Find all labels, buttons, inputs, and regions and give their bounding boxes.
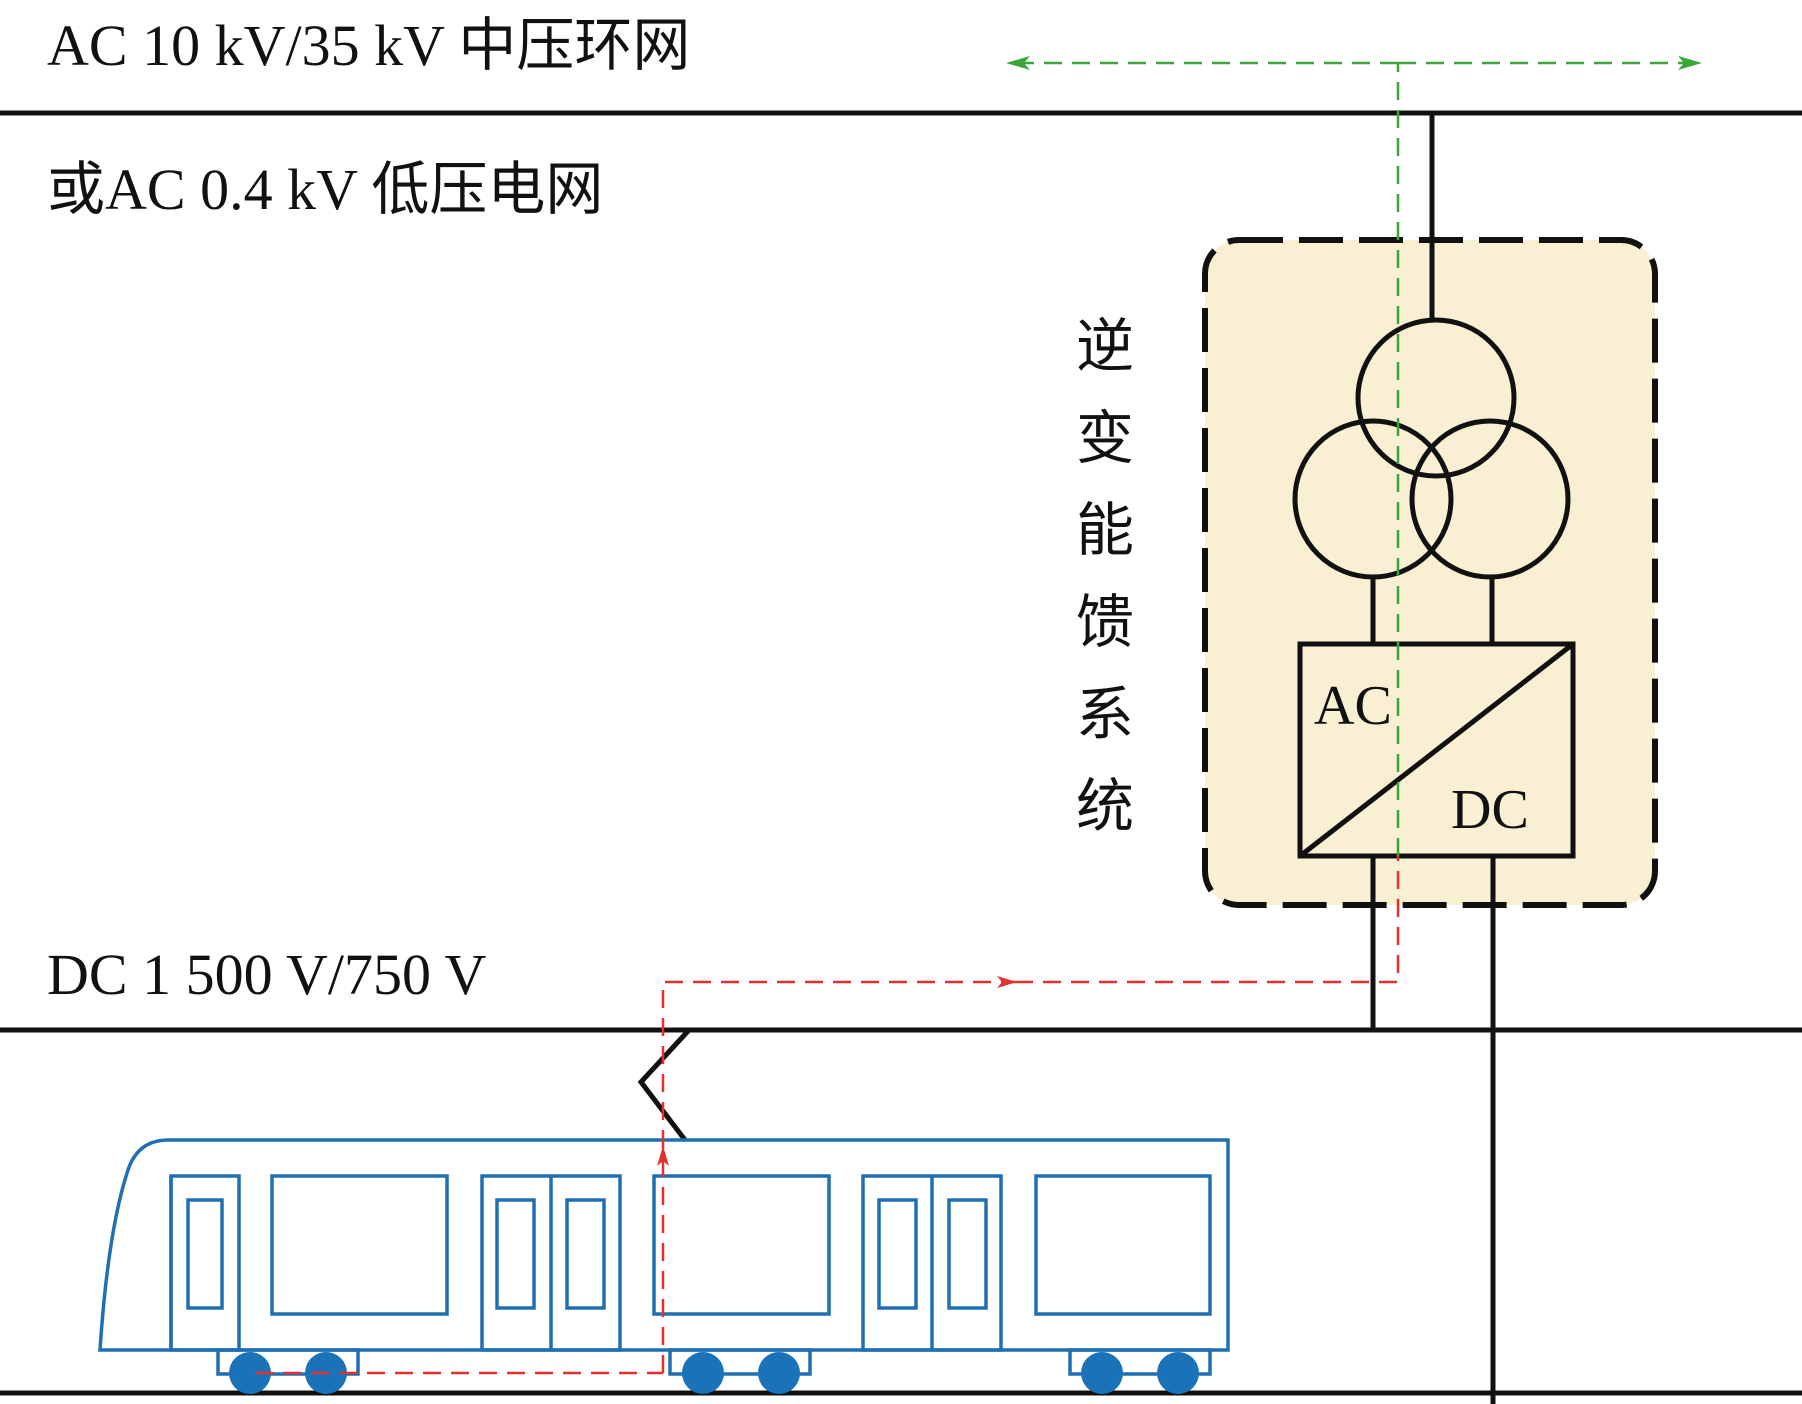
dc-bus-label: DC 1 500 V/750 V bbox=[47, 942, 487, 1007]
wheel bbox=[1081, 1352, 1123, 1394]
train-window bbox=[565, 1198, 606, 1310]
wheel bbox=[1157, 1352, 1199, 1394]
converter-ac-label: AC bbox=[1314, 675, 1392, 737]
title-char: 馈 bbox=[1075, 588, 1134, 656]
wheel bbox=[229, 1352, 271, 1394]
ac-dc-converter bbox=[1297, 641, 1576, 859]
train-window bbox=[495, 1198, 536, 1310]
bogie bbox=[1068, 1348, 1212, 1376]
train-window bbox=[877, 1198, 918, 1310]
title-char: 变 bbox=[1075, 404, 1134, 472]
wheel bbox=[758, 1352, 800, 1394]
wheel bbox=[682, 1352, 724, 1394]
converter-dc-label: DC bbox=[1451, 779, 1529, 841]
title-char: 能 bbox=[1075, 496, 1134, 564]
train-body bbox=[98, 1138, 1230, 1352]
metro-train bbox=[98, 1138, 1230, 1376]
train-window bbox=[652, 1174, 831, 1316]
ac-grid-label-line1: AC 10 kV/35 kV 中压环网 bbox=[47, 13, 691, 78]
pantograph bbox=[637, 1028, 691, 1142]
energy-flow-to-dc-bus bbox=[661, 976, 1017, 1148]
inverter-system-boundary bbox=[1202, 237, 1658, 908]
grid-exchange-flow bbox=[1006, 56, 1702, 856]
regenerative-energy-flow bbox=[255, 856, 1400, 1375]
energy-flow-to-inverter bbox=[1015, 856, 1400, 984]
inverter-system-title: 逆 变 能 馈 系 统 bbox=[1070, 300, 1140, 852]
title-char: 统 bbox=[1075, 772, 1134, 840]
title-char: 逆 bbox=[1075, 312, 1134, 380]
train-window bbox=[1034, 1174, 1212, 1316]
bogie bbox=[668, 1348, 812, 1376]
train-window bbox=[947, 1198, 988, 1310]
train-wheels bbox=[229, 1352, 1199, 1394]
train-window bbox=[186, 1198, 224, 1310]
train-window bbox=[270, 1174, 449, 1316]
ac-grid-label-line2: 或AC 0.4 kV 低压电网 bbox=[47, 157, 604, 222]
transformer-primary-winding bbox=[1355, 317, 1517, 479]
title-char: 系 bbox=[1075, 680, 1134, 748]
cab-door bbox=[169, 1174, 241, 1352]
